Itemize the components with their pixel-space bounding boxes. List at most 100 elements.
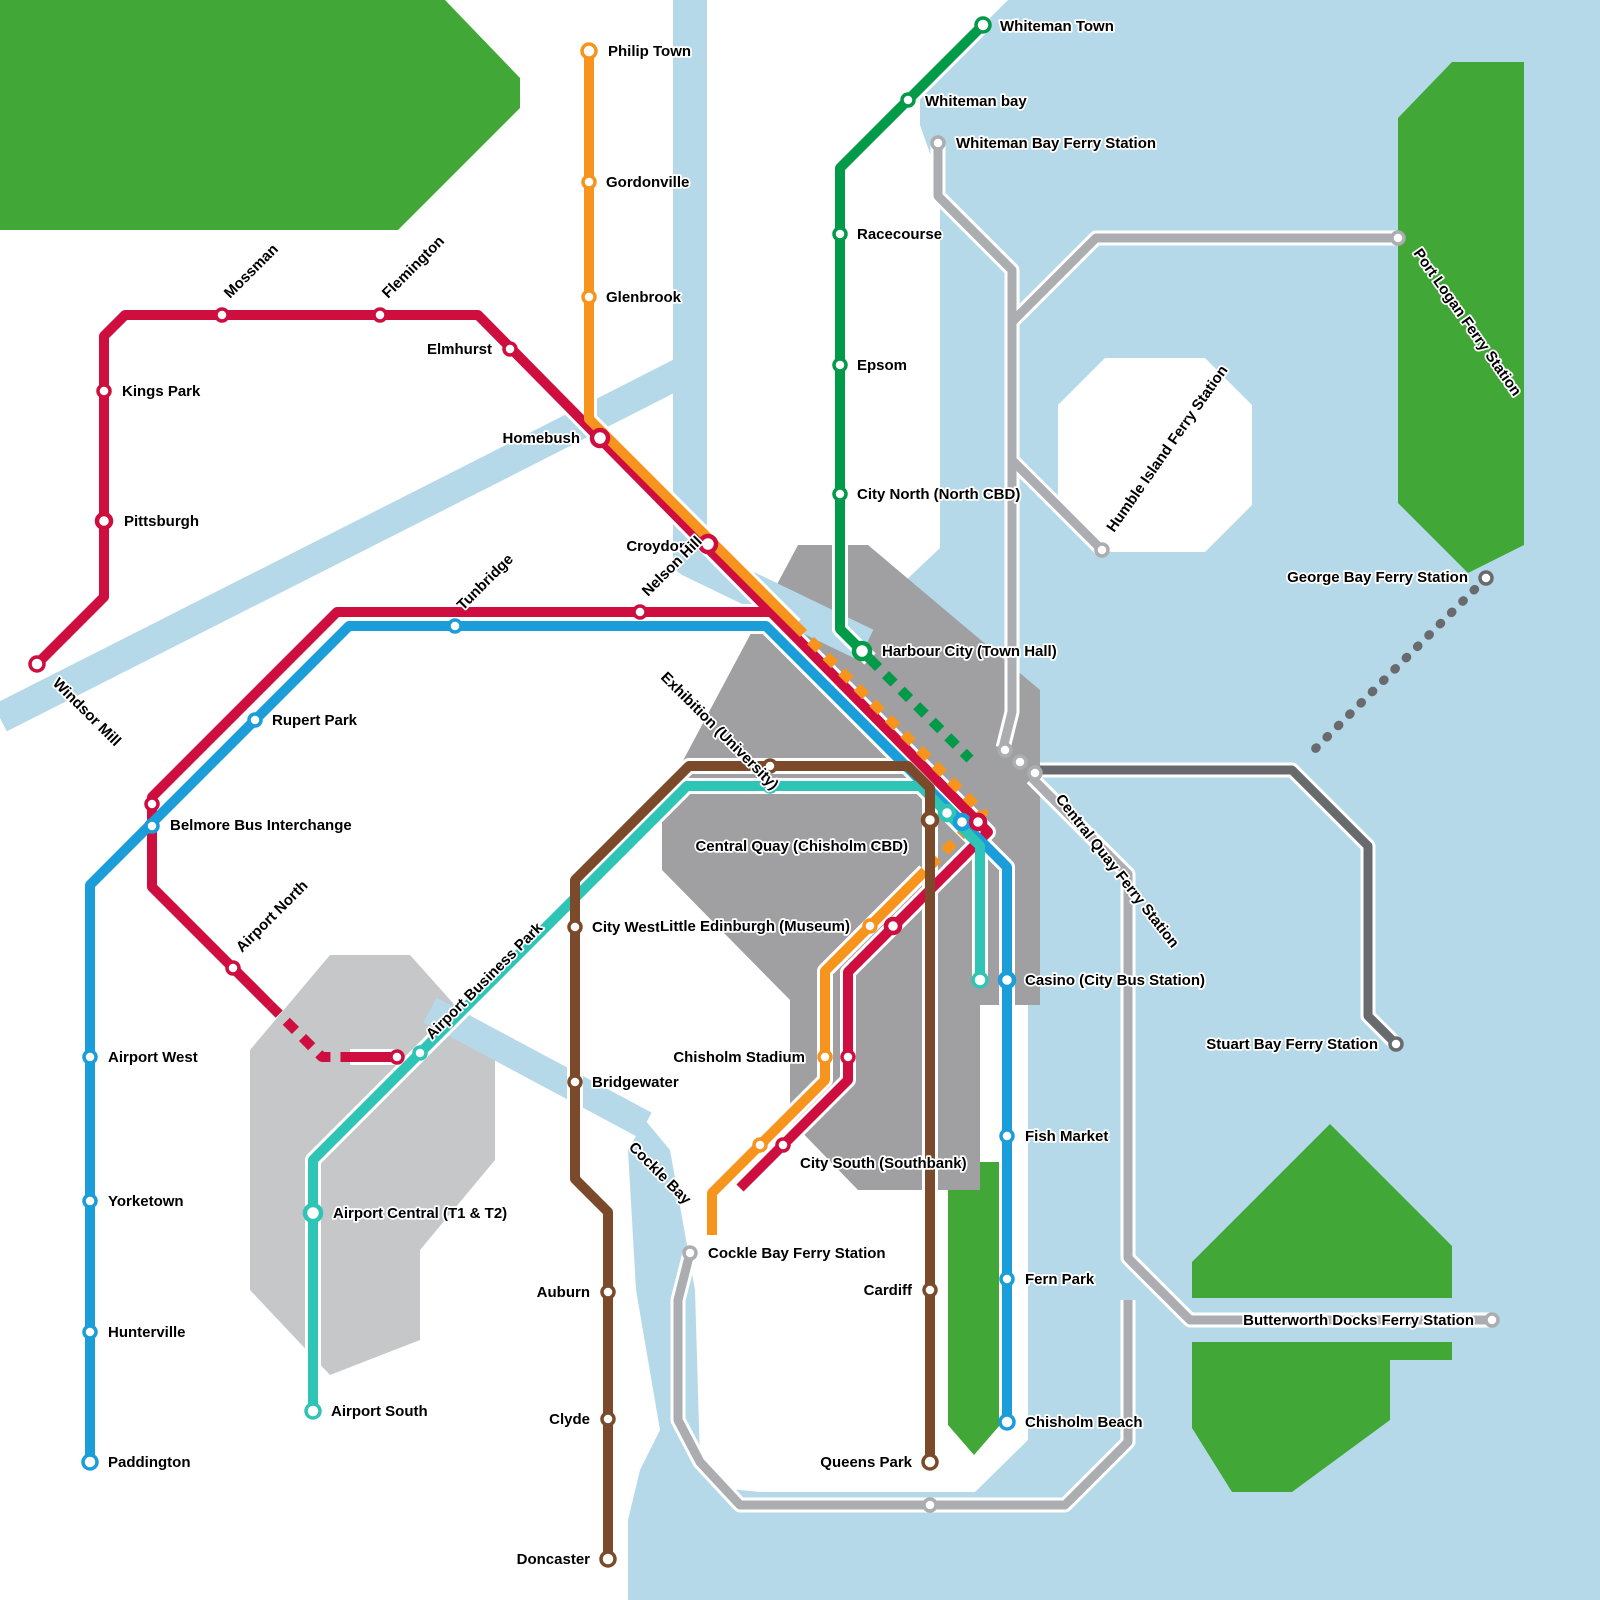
station-marker-kings-park <box>96 383 112 399</box>
transit-line-ferry-cockle-loop <box>673 1251 1133 1510</box>
station-marker-windsor-mill <box>28 655 46 673</box>
station-marker-city-north-north-cbd <box>832 486 848 502</box>
station-label-belmore-bus-interchange: Belmore Bus Interchange <box>170 817 352 834</box>
station-marker-exhibition-university <box>762 778 778 794</box>
area-cbd-area <box>662 545 1040 1190</box>
station-marker-george-bay-ferry-station <box>1478 570 1494 586</box>
station-marker-bridgewater <box>567 1074 583 1090</box>
station-marker-nelson-hill <box>632 604 648 620</box>
station-marker-little-edinburgh-museum <box>883 916 903 936</box>
station-marker-yorketown <box>82 1193 98 1209</box>
station-label-fish-market: Fish Market <box>1025 1128 1108 1145</box>
transit-line-orange-north <box>584 51 799 629</box>
station-label-paddington: Paddington <box>108 1454 191 1471</box>
station-label-whiteman-town: Whiteman Town <box>1000 18 1114 35</box>
station-marker-flemington <box>372 307 388 323</box>
station-label-little-edinburgh-museum: Little Edinburgh (Museum) <box>660 918 850 935</box>
station-marker-gordonville <box>581 174 597 190</box>
transit-line-ferry-humble-island <box>1008 456 1106 554</box>
river-1 <box>673 0 874 661</box>
station-label-homebush: Homebush <box>502 430 580 447</box>
station-marker-city-west <box>567 919 583 935</box>
station-marker-casino-city-bus-station <box>997 970 1017 990</box>
station-label-croydon: Croydon <box>626 538 688 555</box>
station-label-whiteman-bay: Whiteman bay <box>925 93 1027 110</box>
station-marker-philip-town <box>580 42 598 60</box>
area-park-port-logan <box>1398 62 1524 573</box>
transit-line-airport-red-solid <box>147 607 771 1009</box>
station-label-auburn: Auburn <box>537 1284 590 1301</box>
station-marker-little-edinburgh-museum <box>862 918 878 934</box>
station-marker-auburn <box>600 1284 616 1300</box>
station-label-yorketown: Yorketown <box>108 1193 184 1210</box>
area-park-northwest <box>0 0 520 230</box>
station-marker-casino-city-bus-station <box>971 971 989 989</box>
transit-line-orange-cbd-dashed <box>791 621 988 875</box>
transit-line-teal-line <box>308 781 985 1411</box>
station-marker-queens-park <box>922 1497 938 1513</box>
station-label-city-north-north-cbd: City North (North CBD) <box>857 486 1020 503</box>
station-marker-cardiff <box>922 1282 938 1298</box>
station-label-chisholm-beach: Chisholm Beach <box>1025 1414 1143 1431</box>
transit-line-blue-line <box>85 621 1012 1462</box>
area-park-butterworth-south <box>1192 1342 1452 1492</box>
station-marker-croydon <box>697 533 719 555</box>
station-label-queens-park: Queens Park <box>820 1454 912 1471</box>
station-label-fern-park: Fern Park <box>1025 1271 1095 1288</box>
station-marker-epsom <box>832 357 848 373</box>
station-label-city-south-southbank: City South (Southbank) <box>800 1155 967 1172</box>
station-marker-airport-north <box>225 960 241 976</box>
station-marker-airport-south <box>304 1402 322 1420</box>
station-marker-central-quay-chisholm-cbd <box>952 812 972 832</box>
station-label-gordonville: Gordonville <box>606 174 689 191</box>
station-label-cockle-bay-ferry-station: Cockle Bay Ferry Station <box>708 1245 886 1262</box>
station-label-hunterville: Hunterville <box>108 1324 186 1341</box>
station-marker-cockle-bay-ferry-station <box>682 1245 698 1261</box>
station-label-casino-city-bus-station: Casino (City Bus Station) <box>1025 972 1205 989</box>
station-marker-city-south-southbank <box>752 1137 768 1153</box>
station-marker-chisholm-beach <box>998 1413 1016 1431</box>
transit-line-ferry-stuart-bay <box>1040 765 1400 1048</box>
station-label-stuart-bay-ferry-station: Stuart Bay Ferry Station <box>1206 1036 1378 1053</box>
station-marker-elmhurst <box>502 341 518 357</box>
station-marker-harbour-city-town-hall <box>851 640 873 662</box>
station-marker-pittsburgh <box>94 511 114 531</box>
transit-line-green-cbd-dashed <box>866 655 974 763</box>
station-marker-mossman <box>214 307 230 323</box>
station-marker-city-south-southbank <box>775 1137 791 1153</box>
station-marker-exhibition-university <box>762 758 778 774</box>
station-label-kings-park: Kings Park <box>122 383 201 400</box>
station-label-elmhurst: Elmhurst <box>427 341 492 358</box>
station-label-epsom: Epsom <box>857 357 907 374</box>
transit-line-orange-south <box>707 867 929 1235</box>
transit-line-ferry-whiteman-bay <box>933 143 1017 750</box>
river-2 <box>0 354 697 732</box>
station-label-central-quay-chisholm-cbd: Central Quay (Chisholm CBD) <box>695 838 908 855</box>
station-marker-airport-business-park <box>412 1045 428 1061</box>
station-label-glenbrook: Glenbrook <box>606 289 682 306</box>
station-label-city-west: City West <box>592 919 660 936</box>
station-marker-central-quay-ferry-station <box>1012 754 1028 770</box>
station-label-doncaster: Doncaster <box>517 1551 591 1568</box>
station-marker-central-quay-chisholm-cbd <box>968 812 988 832</box>
station-marker-paddington <box>81 1453 99 1471</box>
station-marker-fish-market <box>999 1128 1015 1144</box>
transit-line-ferry-butterworth <box>1028 774 1492 1325</box>
area-park-butterworth-north <box>1192 1124 1452 1298</box>
transit-line-brown-line <box>570 761 935 1559</box>
transit-line-ferry-port-logan <box>1008 233 1398 326</box>
station-marker-airport-central-t1-t2 <box>302 1202 324 1224</box>
station-label-philip-town: Philip Town <box>608 43 691 60</box>
station-marker-clyde <box>600 1411 616 1427</box>
station-label-chisholm-stadium: Chisholm Stadium <box>673 1049 805 1066</box>
station-marker-chisholm-stadium <box>840 1049 856 1065</box>
station-marker-whiteman-town <box>974 16 992 34</box>
station-marker-queens-park <box>921 1453 939 1471</box>
station-marker-fern-park <box>999 1271 1015 1287</box>
station-label-pittsburgh: Pittsburgh <box>124 513 199 530</box>
station-marker-homebush <box>589 427 611 449</box>
station-marker-racecourse <box>832 226 848 242</box>
station-label-airport-west: Airport West <box>108 1049 198 1066</box>
